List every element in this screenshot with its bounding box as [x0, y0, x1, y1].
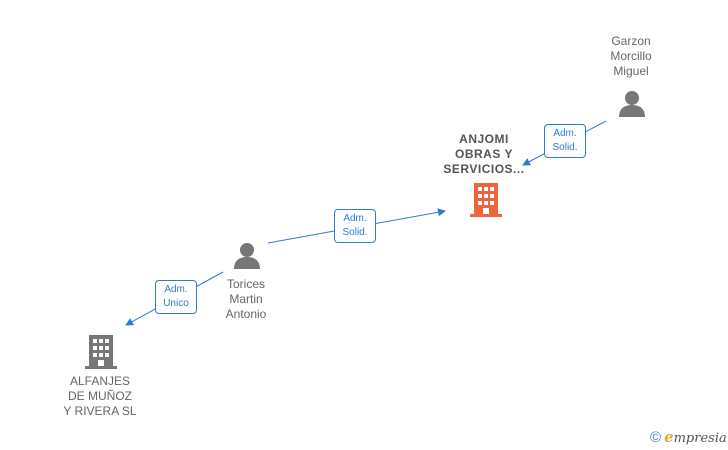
brand-watermark: ©empresia: [650, 428, 727, 446]
node-label-line: ALFANJES: [69, 374, 131, 388]
edge-label-torices-anjomi[interactable]: Adm. Solid.: [334, 209, 376, 243]
copyright-symbol: ©: [650, 429, 662, 446]
edge-label-line: Adm.: [553, 128, 577, 139]
node-label-line: DE MUÑOZ: [68, 389, 132, 403]
node-label-line: Y RIVERA SL: [63, 404, 137, 418]
brand-name: mpresia: [673, 431, 727, 446]
brand-initial: e: [664, 428, 674, 446]
edge-label-garzon-anjomi[interactable]: Adm. Solid.: [544, 124, 586, 158]
edge-label-line: Solid.: [552, 142, 578, 153]
edge-label-line: Unico: [163, 298, 189, 309]
node-label-line: ANJOMI: [459, 132, 509, 146]
edge-label-torices-alfanjes[interactable]: Adm. Unico: [155, 280, 197, 314]
node-label-torices: Torices Martin Antonio: [201, 277, 291, 322]
node-label-alfanjes: ALFANJES DE MUÑOZ Y RIVERA SL: [48, 374, 152, 419]
edge-label-line: Solid.: [342, 227, 368, 238]
node-label-line: Torices: [226, 277, 265, 291]
node-label-line: Morcillo: [610, 49, 652, 63]
node-label-line: Martin: [229, 292, 263, 306]
node-label-line: Miguel: [613, 64, 649, 78]
node-label-line: SERVICIOS...: [443, 162, 525, 176]
building-icon[interactable]: [85, 335, 117, 369]
node-label-line: Antonio: [225, 307, 267, 321]
person-icon[interactable]: [617, 89, 647, 119]
node-label-garzon: Garzon Morcillo Miguel: [586, 34, 676, 79]
building-icon[interactable]: [470, 183, 502, 217]
node-label-anjomi: ANJOMI OBRAS Y SERVICIOS...: [434, 132, 534, 177]
node-label-line: Garzon: [611, 34, 651, 48]
person-icon[interactable]: [232, 241, 262, 271]
edge-label-line: Adm.: [164, 284, 188, 295]
edge-label-line: Adm.: [343, 213, 367, 224]
node-label-line: OBRAS Y: [455, 147, 513, 161]
